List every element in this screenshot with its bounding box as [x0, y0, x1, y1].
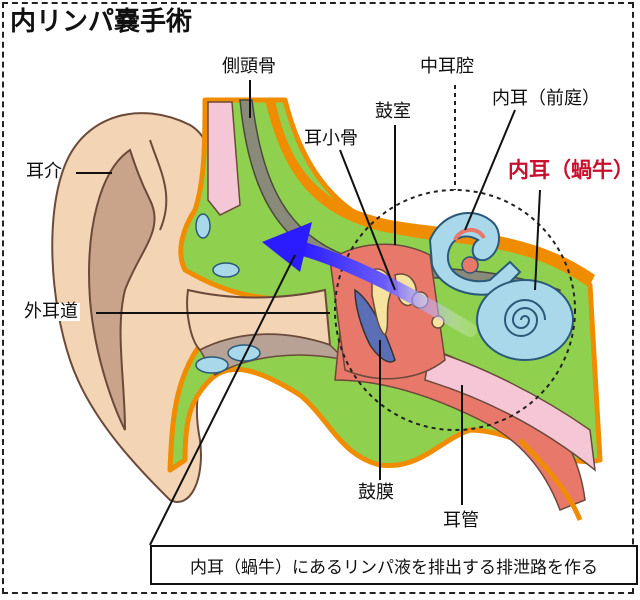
- caption-box: 内耳（蝸牛）にあるリンパ液を排出する排泄路を作る: [150, 545, 638, 585]
- focus-dashed-circle: [334, 189, 576, 431]
- mastoid-cell-4: [227, 344, 261, 362]
- label-eustachian-tube: 耳管: [443, 510, 479, 531]
- label-ear-canal: 外耳道: [22, 301, 80, 322]
- dashed-frame: [2, 2, 634, 594]
- eardrum-shape: [354, 288, 396, 363]
- semicircular-canal-inner: [453, 228, 486, 242]
- leader-caption: [149, 254, 296, 546]
- mastoid-cell-1: [195, 213, 211, 239]
- label-temporal-bone: 側頭骨: [222, 56, 276, 77]
- label-auricle: 耳介: [26, 161, 62, 182]
- cochlea-shape: [476, 279, 574, 361]
- leader-ossicles: [339, 149, 396, 291]
- auricle-helix-line: [149, 139, 168, 231]
- bone-outline-orange: [265, 100, 595, 285]
- mastoid-cell-3: [195, 356, 229, 374]
- leader-vestibule: [464, 109, 516, 231]
- drainage-arrow-body: [293, 241, 477, 337]
- cochlea-spiral: [503, 299, 546, 337]
- label-inner-ear-cochlea: 内耳（蝸牛）: [508, 158, 634, 182]
- mastoid-cell-2: [212, 262, 240, 278]
- leader-cochlea: [534, 189, 541, 291]
- page-title: 内リンパ嚢手術: [10, 7, 193, 37]
- auricle-inner-fold: [88, 148, 156, 431]
- label-tympanic-cavity: 鼓室: [375, 101, 411, 122]
- label-inner-ear-vestibule: 内耳（前庭）: [492, 88, 600, 109]
- eustachian-tube-orange-edge: [518, 438, 583, 521]
- drainage-arrow-head: [262, 222, 312, 272]
- label-ossicles: 耳小骨: [304, 128, 358, 149]
- vestibule-window: [461, 256, 479, 274]
- scalp-layer: [207, 101, 241, 216]
- label-middle-ear-cavity: 中耳腔: [420, 56, 474, 77]
- caption-text: 内耳（蝸牛）にあるリンパ液を排出する排泄路を作る: [190, 557, 598, 578]
- eustachian-tube-pink: [424, 349, 596, 472]
- label-eardrum: 鼓膜: [358, 482, 394, 503]
